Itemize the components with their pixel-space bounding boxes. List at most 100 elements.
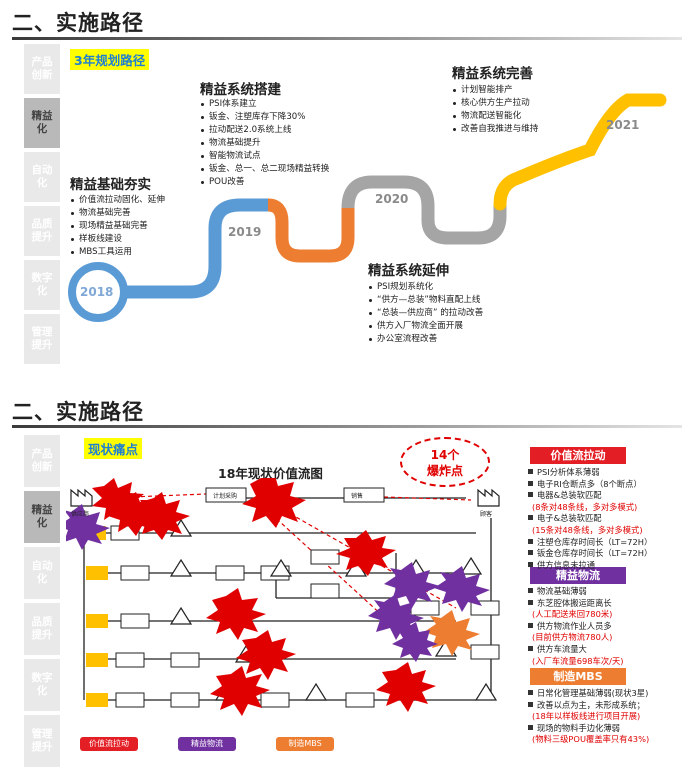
vsm-supplier-label: 供应商 bbox=[71, 510, 89, 518]
start-circle bbox=[68, 262, 128, 322]
bullet-icon bbox=[528, 645, 533, 651]
panel-line: 电子RI仓断点多（8个断点） bbox=[528, 479, 652, 491]
panel-line: 日常化管理基础薄弱(现状3星) bbox=[528, 688, 649, 700]
panel-line: 钣金仓库存时间长（LT=72H） bbox=[528, 548, 652, 560]
stage2-item: POU改善 bbox=[200, 176, 329, 189]
stage3-item: PSI规划系统化 bbox=[368, 281, 483, 294]
vsm-customer-label: 顾客 bbox=[480, 510, 492, 518]
bullet-icon bbox=[528, 515, 533, 521]
bullet-icon bbox=[528, 469, 533, 474]
sidebar2-item-digital[interactable]: 数字 化 bbox=[24, 659, 60, 711]
roadmap-tag: 3年规划路径 bbox=[70, 49, 150, 70]
panel-line: 改善以点为主，未形成系统； bbox=[528, 700, 649, 712]
sidebar2-item-automation[interactable]: 自动 化 bbox=[24, 547, 60, 599]
panel-header-mbs: 制造MBS bbox=[530, 668, 626, 685]
vsm-sales-label: 销售 bbox=[351, 492, 363, 500]
year-2018: 2018 bbox=[80, 285, 114, 299]
panel-line: (18年以样板线进行项目开展) bbox=[532, 711, 641, 722]
sidebar-item-product-innovation[interactable]: 产品 创新 bbox=[24, 44, 60, 94]
stage2-item: 钣金、总一、总二现场精益转换 bbox=[200, 163, 329, 176]
path-segment-2020 bbox=[341, 175, 507, 245]
stage2-item: PSI体系建立 bbox=[200, 98, 329, 111]
bullet-icon bbox=[528, 724, 533, 730]
bullet-icon bbox=[528, 588, 533, 593]
stage2-item: 物流基础提升 bbox=[200, 137, 329, 150]
stage4-item: 改善自我推进与维持 bbox=[452, 123, 538, 136]
bullet-icon bbox=[528, 550, 533, 556]
legend-mbs: 制造MBS bbox=[276, 737, 334, 751]
panel-list-value-stream: PSI分析体系薄弱电子RI仓断点多（8个断点）电器&总装软匹配(8条对48条线，… bbox=[528, 467, 652, 571]
panel-line: 注塑仓库存时间长（LT=72H） bbox=[528, 537, 652, 549]
panel-line: (8条对48条线，多对多模式) bbox=[532, 501, 638, 512]
bullet-icon bbox=[528, 622, 533, 628]
stage-title-3: 精益系统延伸 bbox=[368, 263, 449, 279]
stage4-item: 物流配送智能化 bbox=[452, 110, 538, 123]
stage-list-3: PSI规划系统化 “供方—总装”物料直配上线 “总装—供应商” 的拉动改善 供方… bbox=[368, 281, 483, 346]
roadmap-path bbox=[68, 93, 667, 322]
stage-title-2: 精益系统搭建 bbox=[200, 82, 281, 98]
page-title-2: 二、实施路径 bbox=[12, 400, 144, 424]
panel-line: (人工配送来回780米) bbox=[532, 609, 613, 620]
bubble-count: 14个 bbox=[430, 448, 460, 462]
panel-list-lean-logistics: 物流基础薄弱东芝腔体搬运距离长(人工配送来回780米)供方物流作业人员多(目前供… bbox=[528, 586, 623, 667]
sidebar2-item-management[interactable]: 管理 提升 bbox=[24, 715, 60, 767]
panel-line: 供方车流量大 bbox=[528, 644, 623, 656]
year-2021: 2021 bbox=[606, 118, 640, 132]
panel-line: (15条对48条线，多对多模式) bbox=[532, 524, 643, 535]
stage1-item: MBS工具运用 bbox=[70, 246, 165, 259]
stage-list-2: PSI体系建立 钣金、注塑库存下降30% 拉动配送2.0系统上线 物流基础提升 … bbox=[200, 98, 329, 189]
page-title: 二、实施路径 bbox=[12, 11, 144, 35]
bubble-label: 爆炸点 bbox=[426, 464, 463, 478]
bullet-icon bbox=[528, 480, 533, 486]
year-2020: 2020 bbox=[375, 192, 409, 206]
panel-line: 供方物流作业人员多 bbox=[528, 621, 623, 633]
stage3-item: 办公室流程改善 bbox=[368, 333, 483, 346]
panel-line: 物流基础薄弱 bbox=[528, 586, 623, 598]
stage4-item: 核心供方生产拉动 bbox=[452, 97, 538, 110]
panel-line: (入厂车流量698车次/天) bbox=[532, 655, 624, 666]
sidebar2-item-quality[interactable]: 品质 提升 bbox=[24, 603, 60, 655]
sidebar-item-automation[interactable]: 自动 化 bbox=[24, 152, 60, 202]
title-underline bbox=[12, 37, 682, 40]
stage2-item: 智能物流试点 bbox=[200, 150, 329, 163]
stage2-item: 钣金、注塑库存下降30% bbox=[200, 111, 329, 124]
panel-line: 电器&总装软匹配 bbox=[528, 490, 652, 502]
vsm-plan-label: 计划采购 bbox=[213, 492, 237, 500]
stage-list-4: 计划智能排产 核心供方生产拉动 物流配送智能化 改善自我推进与维持 bbox=[452, 84, 538, 136]
panel-line: 电子&总装软匹配 bbox=[528, 513, 652, 525]
sidebar-item-quality[interactable]: 品质 提升 bbox=[24, 206, 60, 256]
stage1-item: 物流基础完善 bbox=[70, 207, 165, 220]
sidebar2-item-product-innovation[interactable]: 产品 创新 bbox=[24, 435, 60, 487]
sidebar-item-management[interactable]: 管理 提升 bbox=[24, 314, 60, 364]
bullet-icon bbox=[528, 538, 533, 544]
bullet-icon bbox=[528, 492, 533, 498]
panel-line: 供方信息未拉通 bbox=[528, 560, 652, 572]
sidebar2-item-lean[interactable]: 精益 化 bbox=[24, 491, 60, 543]
path-segment-2018 bbox=[93, 198, 275, 299]
stage3-item: 供方入厂物流全面开展 bbox=[368, 320, 483, 333]
panel-line: 现场的物料手边化薄弱 bbox=[528, 723, 649, 735]
stage4-item: 计划智能排产 bbox=[452, 84, 538, 97]
year-2019: 2019 bbox=[228, 225, 262, 239]
stage-list-1: 价值流拉动固化、延伸 物流基础完善 现场精益基础完善 样板线建设 MBS工具运用 bbox=[70, 194, 165, 259]
panel-header-value-stream: 价值流拉动 bbox=[530, 447, 626, 464]
path-segment-2021 bbox=[493, 93, 667, 211]
bullet-icon bbox=[528, 690, 533, 695]
stage3-item: “供方—总装”物料直配上线 bbox=[368, 294, 483, 307]
panel-list-mbs: 日常化管理基础薄弱(现状3星)改善以点为主，未形成系统；(18年以样板线进行项目… bbox=[528, 688, 649, 746]
title-underline-2 bbox=[12, 425, 682, 428]
stage1-item: 样板线建设 bbox=[70, 233, 165, 246]
panel-line: 东芝腔体搬运距离长 bbox=[528, 598, 623, 610]
panel-line: PSI分析体系薄弱 bbox=[528, 467, 652, 479]
bullet-icon bbox=[528, 701, 533, 707]
stage2-item: 拉动配送2.0系统上线 bbox=[200, 124, 329, 137]
legend-lean-logistics: 精益物流 bbox=[178, 737, 236, 751]
sidebar-item-digital[interactable]: 数字 化 bbox=[24, 260, 60, 310]
stage-title-4: 精益系统完善 bbox=[452, 66, 533, 82]
stage1-item: 现场精益基础完善 bbox=[70, 220, 165, 233]
path-segment-2019 bbox=[267, 198, 355, 263]
sidebar-item-lean[interactable]: 精益 化 bbox=[24, 98, 60, 148]
bullet-icon bbox=[528, 599, 533, 605]
stage1-item: 价值流拉动固化、延伸 bbox=[70, 194, 165, 207]
explosion-count-bubble: 14个 爆炸点 bbox=[400, 437, 490, 487]
